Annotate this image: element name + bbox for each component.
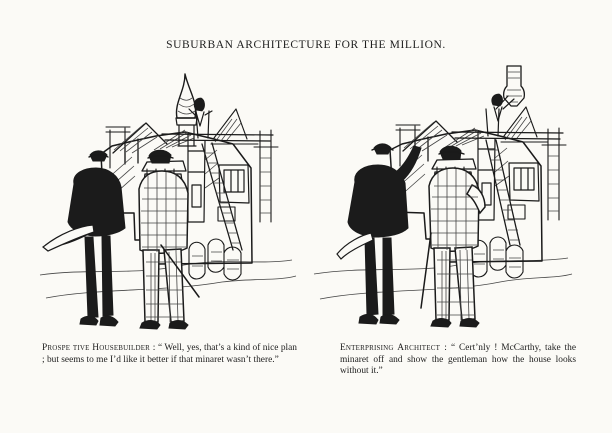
right-caption-text: “ Cert’nly ! McCarthy, take the minaret … xyxy=(340,343,576,376)
right-caption-speaker: Enterprising Architect : xyxy=(340,343,447,353)
page-title: Suburban Architecture for the Million. xyxy=(166,39,446,51)
right-caption: Enterprising Architect : “ Cert’nly ! Mc… xyxy=(340,343,576,378)
left-caption: Prospe tive Housebuilder : “ Well, yes, … xyxy=(42,343,297,366)
left-caption-text: “ Well, yes, that’s a kind of nice plan … xyxy=(42,343,297,365)
left-caption-speaker: Prospe tive Housebuilder : xyxy=(42,343,156,353)
right-cartoon-panel xyxy=(310,62,578,344)
left-cartoon-panel xyxy=(34,62,302,344)
